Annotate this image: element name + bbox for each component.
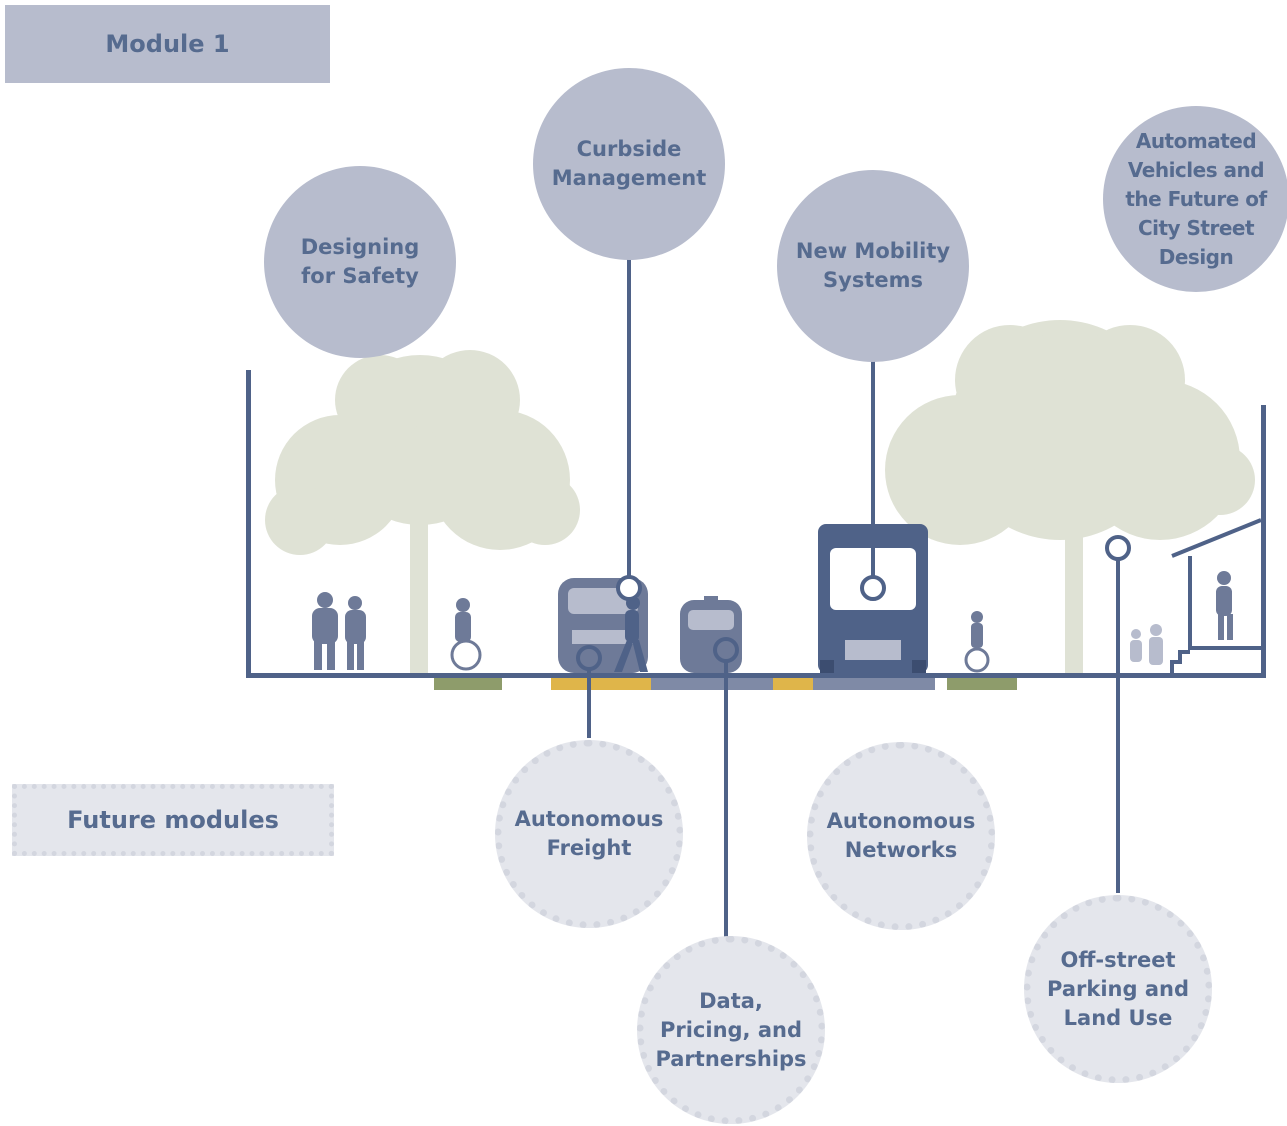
data-marker xyxy=(713,637,739,663)
mobility-marker xyxy=(860,575,886,601)
module-1-legend: Module 1 xyxy=(5,5,330,83)
future-modules-legend: Future modules xyxy=(12,784,334,856)
freight-marker xyxy=(576,645,602,671)
planter-strip-right xyxy=(947,678,1017,690)
bubble-curbside-management: Curbside Management xyxy=(533,68,725,260)
curb-zone-yellow-2 xyxy=(773,678,813,690)
building-porch xyxy=(1170,518,1262,673)
street-ground xyxy=(246,370,1266,690)
bubble-label: New Mobility Systems xyxy=(795,239,951,292)
module-1-label: Module 1 xyxy=(105,30,230,58)
bubble-label: Data, Pricing, and Partnerships xyxy=(655,988,807,1071)
curbside-marker xyxy=(616,575,642,601)
tree-left-icon xyxy=(265,350,580,675)
car-icon xyxy=(680,596,742,673)
travel-lane xyxy=(651,678,773,690)
bubble-designing-for-safety: Designing for Safety xyxy=(264,166,456,358)
person-on-porch-icon xyxy=(1216,571,1233,640)
curb-zone-yellow xyxy=(551,678,651,690)
parking-marker xyxy=(1105,535,1131,561)
bubble-label: Curbside Management xyxy=(551,137,707,190)
family-icon xyxy=(1130,624,1163,665)
bubble-label: Automated Vehicles and the Future of Cit… xyxy=(1125,128,1267,269)
bubble-label: Autonomous Freight xyxy=(514,807,664,860)
bubble-automated-vehicles: Automated Vehicles and the Future of Cit… xyxy=(1103,106,1287,292)
bubble-autonomous-freight: Autonomous Freight xyxy=(495,740,683,928)
bubble-label: Autonomous Networks xyxy=(826,809,976,862)
transit-lane xyxy=(813,678,935,690)
tree-right-icon xyxy=(885,320,1255,675)
bubble-new-mobility-systems: New Mobility Systems xyxy=(777,170,969,362)
bubble-offstreet-parking: Off-street Parking and Land Use xyxy=(1024,895,1212,1083)
planter-strip-left xyxy=(434,678,502,690)
bubble-autonomous-networks: Autonomous Networks xyxy=(807,742,995,930)
bubble-label: Designing for Safety xyxy=(300,235,420,288)
bubble-data-pricing-partnerships: Data, Pricing, and Partnerships xyxy=(637,936,825,1124)
pedestrians-icon xyxy=(312,592,366,670)
future-modules-label: Future modules xyxy=(67,806,279,834)
bubble-label: Off-street Parking and Land Use xyxy=(1047,947,1189,1030)
cyclist-right-icon xyxy=(964,611,990,673)
cyclist-icon xyxy=(450,598,482,671)
leader-lines xyxy=(576,258,1131,940)
